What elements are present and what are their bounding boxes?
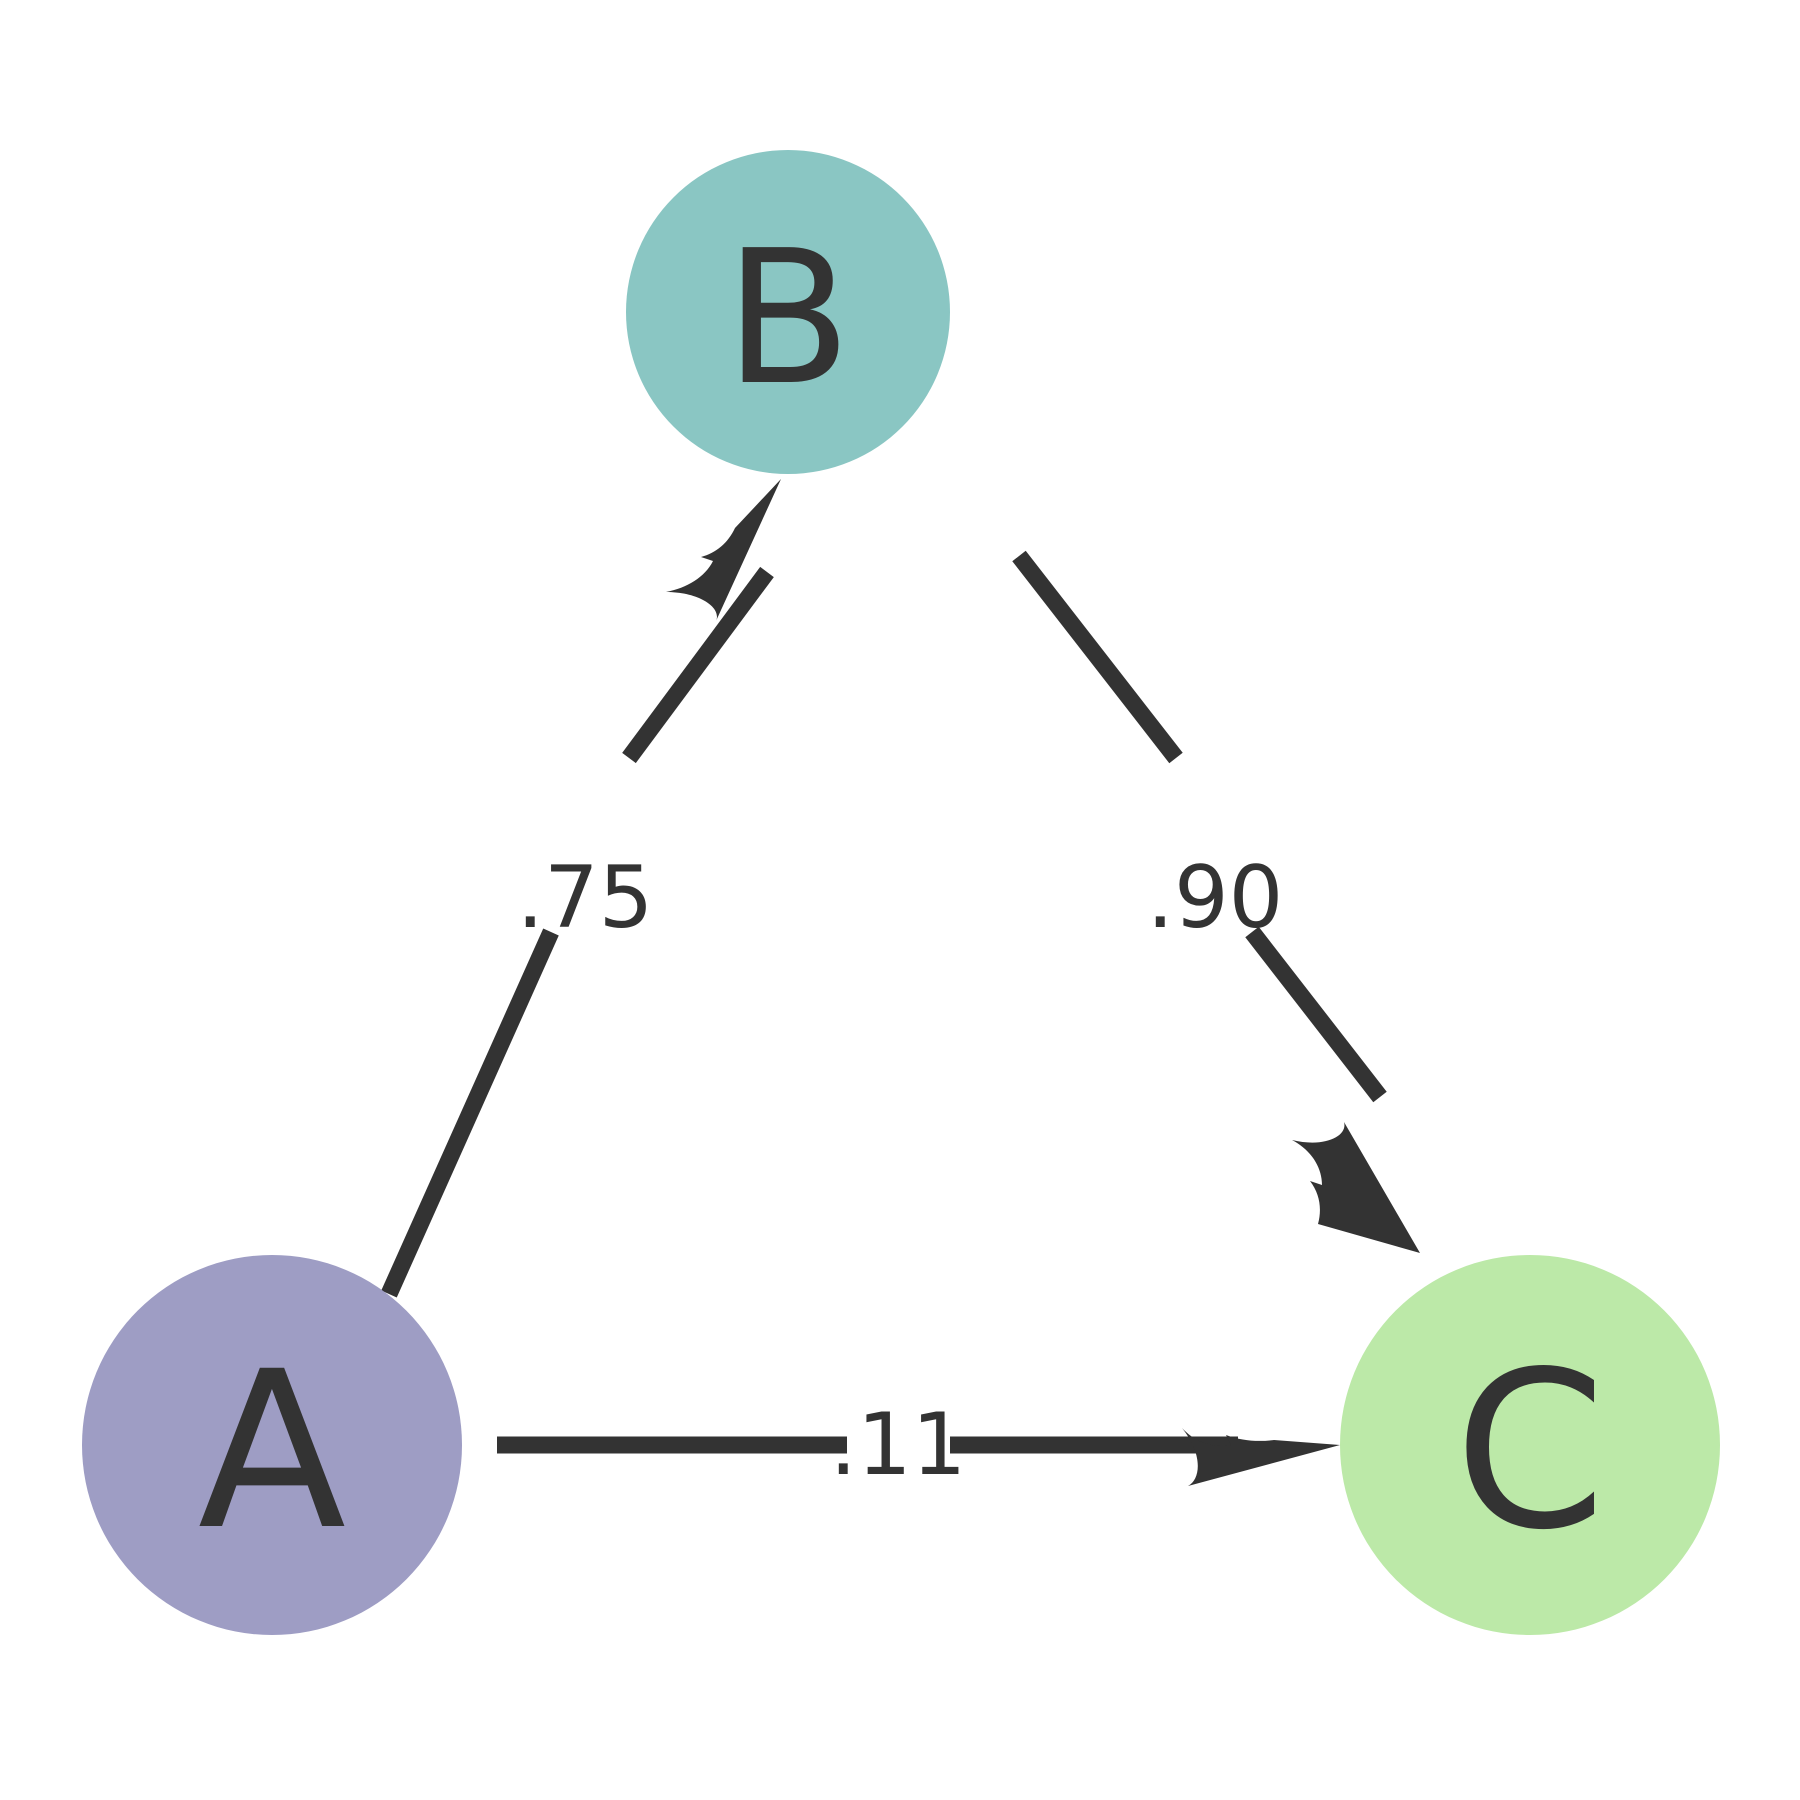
edge-a-c[interactable]: .11 <box>497 1395 1340 1495</box>
edge-b-c-label: .90 <box>1147 848 1284 948</box>
edge-b-c-line-lower <box>1245 926 1387 1103</box>
node-c-label: C <box>1454 1326 1606 1578</box>
edge-b-c-line-upper <box>1012 550 1183 764</box>
node-b[interactable]: B <box>626 150 950 474</box>
edge-a-b-arrowhead <box>666 479 781 621</box>
node-a-label: A <box>198 1326 346 1578</box>
edge-a-b-label: .75 <box>517 848 654 948</box>
node-c-circle[interactable] <box>1340 1255 1720 1635</box>
edge-a-b[interactable]: .75 <box>381 479 781 1298</box>
node-a[interactable]: A <box>82 1255 462 1635</box>
edge-a-c-arrowhead <box>1182 1428 1340 1486</box>
node-c[interactable]: C <box>1340 1255 1720 1635</box>
edge-a-c-label: .11 <box>830 1395 967 1495</box>
edge-a-b-line-lower <box>381 928 559 1298</box>
node-b-circle[interactable] <box>626 150 950 474</box>
node-b-label: B <box>725 210 852 426</box>
edge-b-c-arrowhead <box>1292 1122 1420 1253</box>
edge-a-b-line-upper <box>622 566 774 764</box>
edge-b-c[interactable]: .90 <box>1012 550 1420 1253</box>
node-a-circle[interactable] <box>82 1255 462 1635</box>
